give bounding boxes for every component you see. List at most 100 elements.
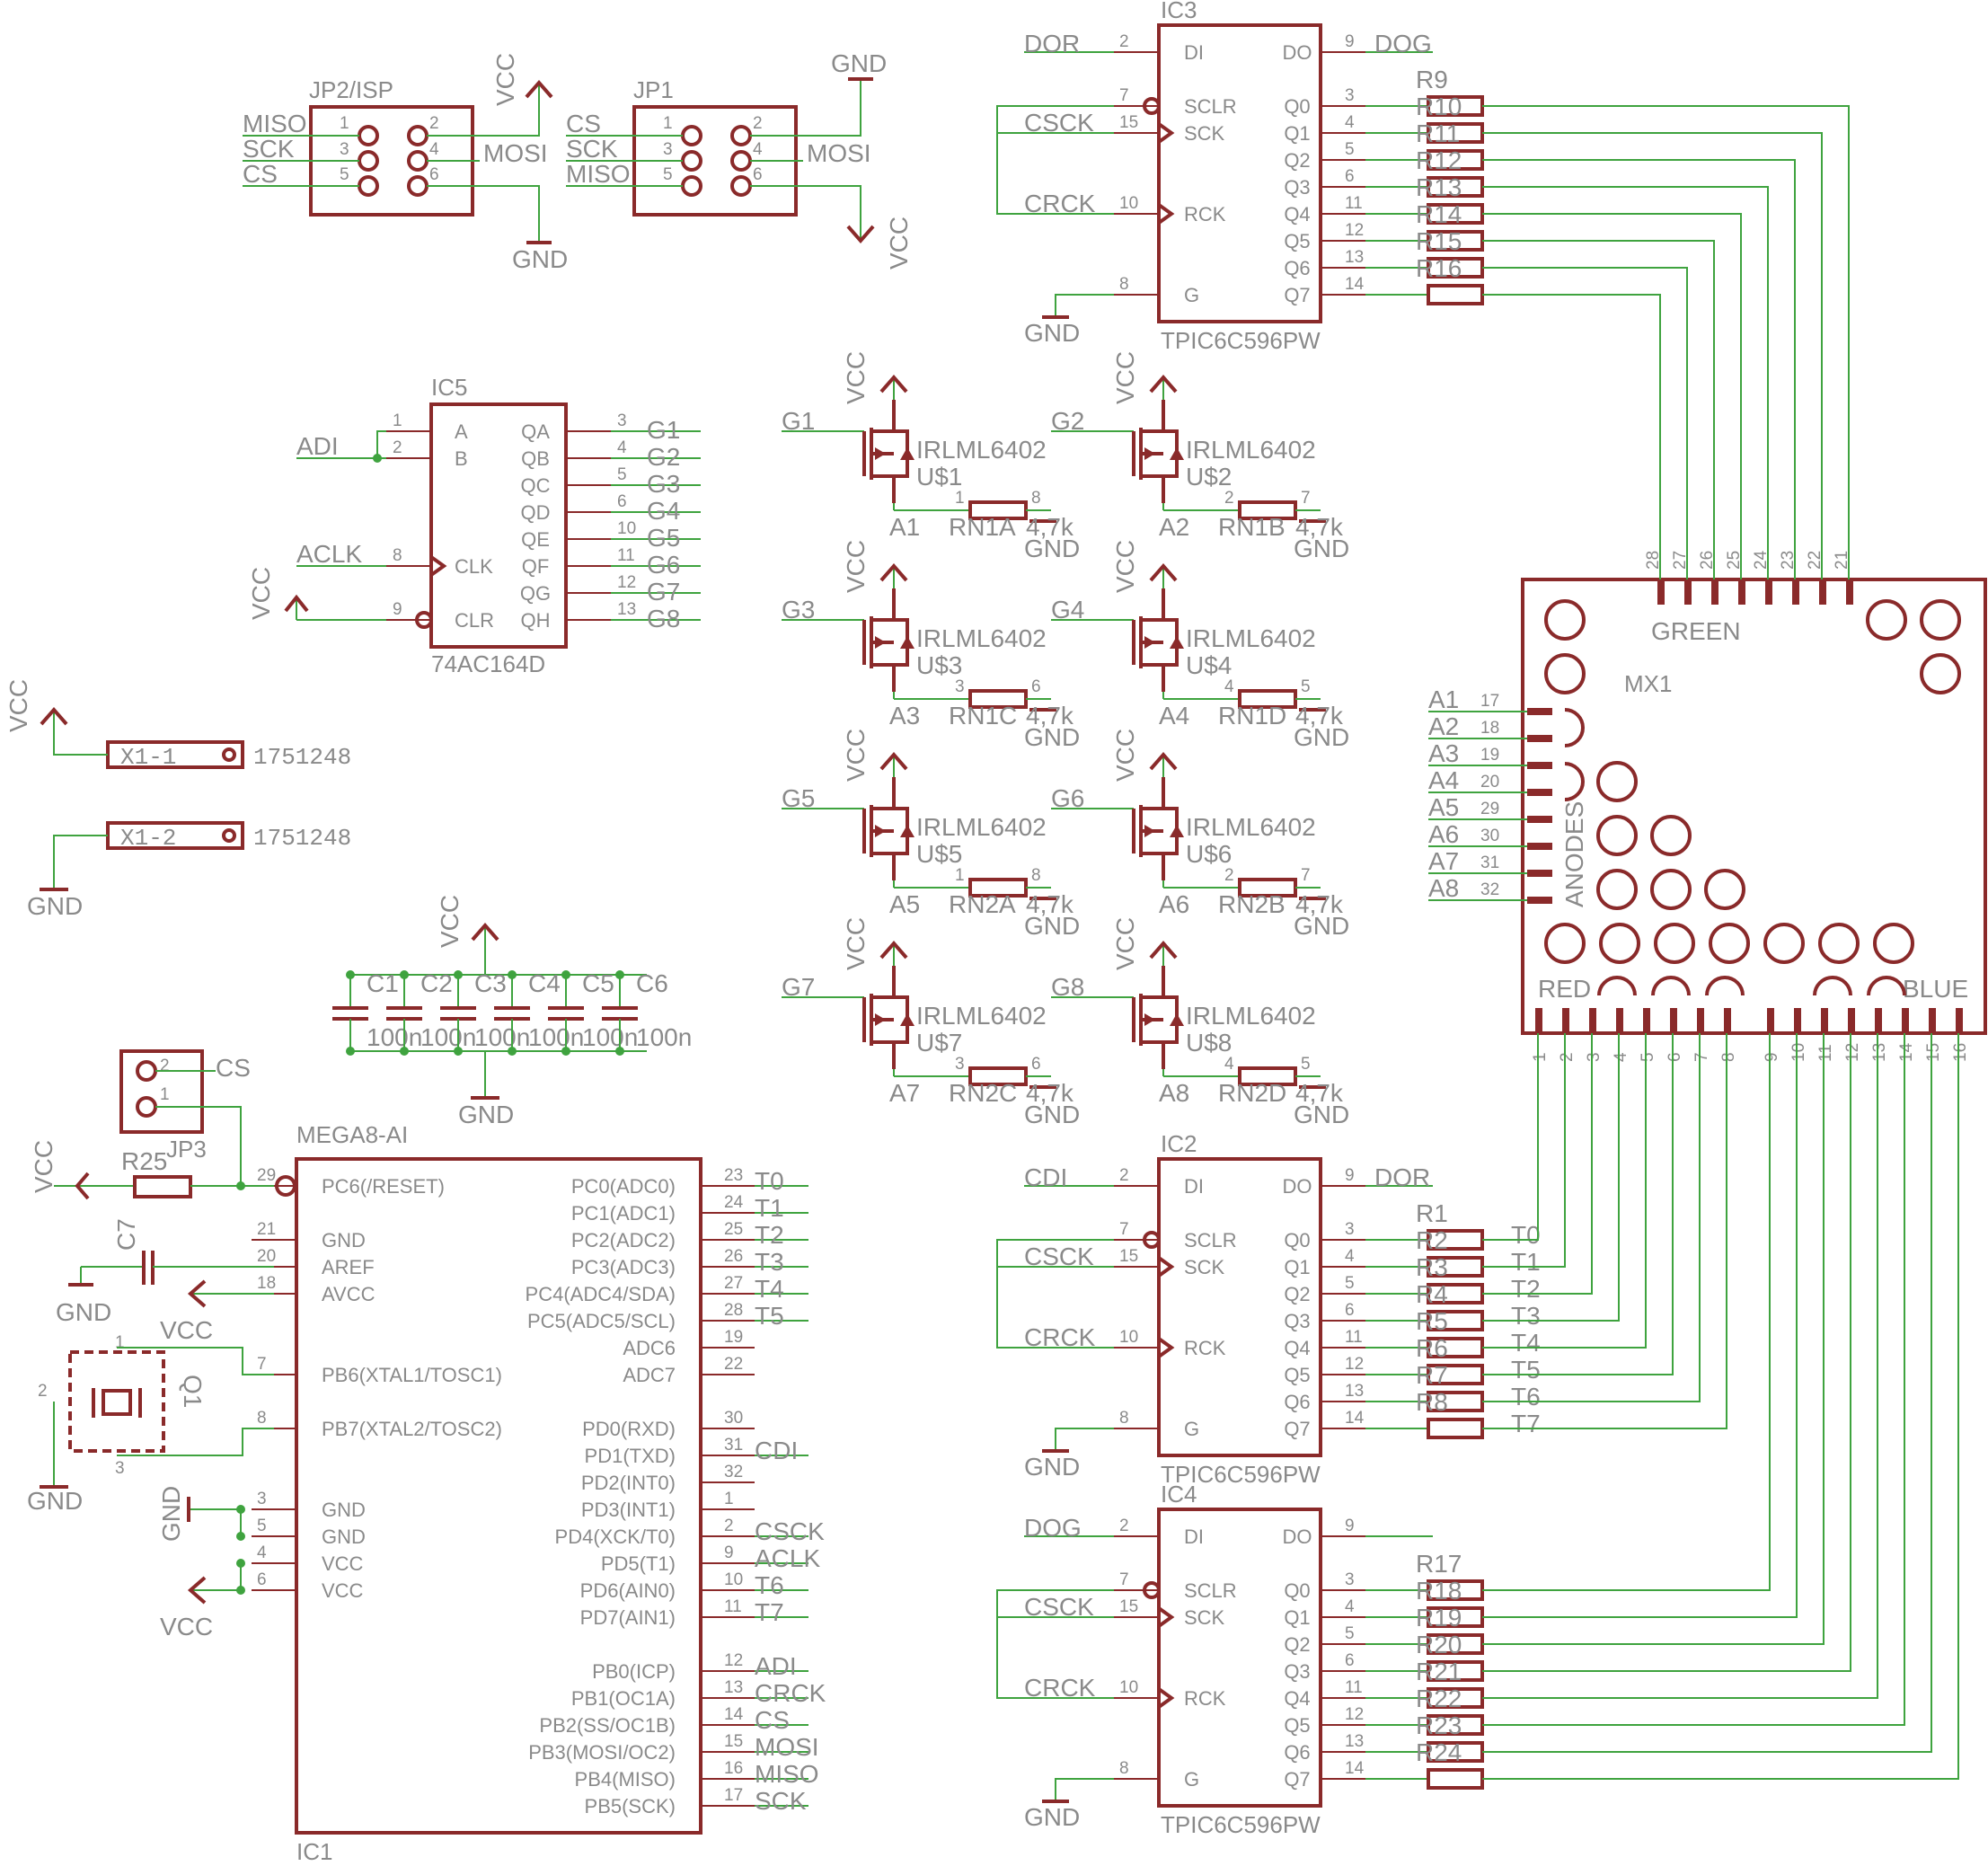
mosfet-diode — [1170, 1013, 1184, 1026]
tpic-right-name: Q2 — [1284, 149, 1310, 172]
mcu-right-name: ADC7 — [623, 1364, 676, 1386]
mcu-right-num: 30 — [724, 1409, 743, 1428]
cap-vcc-label: VCC — [436, 895, 464, 948]
matrix-left-net: A7 — [1428, 847, 1459, 875]
mcu-left-name: PB6(XTAL1/TOSC1) — [322, 1364, 502, 1386]
matrix-bottom-pin-num: 11 — [1816, 1044, 1835, 1062]
mosfet-ref: U$3 — [916, 651, 962, 679]
mosfet-rn-pin-a: 2 — [1224, 866, 1234, 885]
tpic-res-name: R11 — [1416, 119, 1460, 147]
mosfet-vcc-arrow — [1149, 940, 1178, 960]
matrix-bottom-pin-num: 5 — [1639, 1052, 1657, 1062]
tpic-out-net: T6 — [1511, 1383, 1541, 1411]
tpic-left-num: 10 — [1119, 1678, 1138, 1697]
matrix-led — [1596, 869, 1638, 910]
tpic-value: TPIC6C596PW — [1161, 1811, 1321, 1838]
mosfet-vcc-arrow — [1149, 374, 1178, 394]
mcu-right-net: CSCK — [755, 1517, 825, 1545]
jp1-pin-3: 3 — [663, 140, 673, 159]
jp2-pin-5: 5 — [340, 165, 349, 184]
matrix-left-net: A8 — [1428, 874, 1459, 902]
cap-junction-top — [400, 970, 409, 979]
mosfet-rn-pin-b: 6 — [1031, 1055, 1041, 1074]
mcu-right-num: 27 — [724, 1274, 743, 1293]
matrix-bottom-pin — [1848, 1008, 1855, 1033]
tpic-right-num: 5 — [1345, 1274, 1355, 1293]
mcu-left-num: 3 — [257, 1490, 267, 1508]
mosfet-gate-label: G3 — [782, 596, 815, 623]
tpic-right-num: 14 — [1345, 1759, 1365, 1778]
matrix-bottom-pin — [1643, 1008, 1650, 1033]
tpic-res-name: R12 — [1416, 146, 1462, 174]
mosfet-gate-label: G7 — [782, 973, 815, 1001]
matrix-top-pin-num: 23 — [1779, 551, 1798, 570]
mosfet-ref: U$2 — [1186, 463, 1232, 491]
matrix-bottom-pin-num: 12 — [1843, 1043, 1862, 1062]
mcu-right-num: 11 — [724, 1597, 742, 1616]
matrix-top-wire — [1482, 294, 1661, 579]
mosfet-gate-label: G1 — [782, 407, 815, 435]
cap-name: C5 — [582, 969, 614, 997]
matrix-left-pin — [1527, 870, 1552, 877]
tpic-right-num: 11 — [1345, 1328, 1363, 1347]
matrix-blue-wire — [1482, 1033, 1825, 1645]
matrix-bottom-pin-num: 8 — [1719, 1052, 1738, 1062]
matrix-left-net: A3 — [1428, 739, 1459, 767]
jp1-net-sck: SCK — [566, 135, 618, 163]
matrix-bottom-pin-num: 16 — [1951, 1043, 1970, 1062]
tpic-rck-triangle — [1157, 1687, 1175, 1709]
ic5-aclk-label: ACLK — [296, 540, 362, 568]
tpic-di-label: DOG — [1024, 1514, 1082, 1542]
mcu-right-num: 17 — [724, 1786, 743, 1805]
mosfet-rn-pin-a: 4 — [1224, 1055, 1234, 1074]
matrix-red-wire — [1482, 1033, 1539, 1241]
mcu-right-name: PB3(MOSI/OC2) — [528, 1741, 676, 1764]
mcu-right-name: PC3(ADC3) — [571, 1256, 676, 1278]
jp1-pin-2: 2 — [753, 114, 763, 133]
mosfet-gnd-label: GND — [1024, 912, 1080, 940]
mcu-reset-vcc: VCC — [30, 1140, 57, 1193]
mosfet-arrow — [875, 447, 886, 460]
tpic-left-num: 7 — [1119, 1220, 1129, 1239]
mosfet-part: IRLML6402 — [916, 436, 1047, 464]
matrix-top-wire — [1482, 267, 1688, 579]
jp3-name: JP3 — [166, 1136, 207, 1163]
matrix-top-pin-num: 22 — [1806, 551, 1825, 570]
mcu-gnd-label: GND — [157, 1486, 185, 1542]
tpic-right-name: DO — [1283, 41, 1312, 64]
ic5-out-net-label: G8 — [647, 605, 680, 632]
tpic-left-name: G — [1184, 284, 1199, 306]
mcu-right-num: 22 — [724, 1355, 743, 1374]
tpic-out-net: T3 — [1511, 1302, 1541, 1330]
mcu-right-net: T0 — [755, 1167, 784, 1195]
mcu-right-name: PD0(RXD) — [582, 1418, 676, 1440]
tpic-gnd-label: GND — [1024, 1453, 1080, 1481]
mcu-right-net: T5 — [755, 1302, 784, 1330]
tpic-res-name: R14 — [1416, 200, 1462, 228]
tpic-right-name: Q2 — [1284, 1283, 1310, 1305]
jp1-net-cs: CS — [566, 110, 601, 137]
tpic-left-name: SCLR — [1184, 1229, 1237, 1251]
mosfet-rn-pin-b: 8 — [1031, 489, 1041, 508]
mcu-value: MEGA8-AI — [296, 1121, 408, 1148]
cap-name: C6 — [636, 969, 668, 997]
mcu-name: IC1 — [296, 1838, 332, 1865]
mosfet-diode — [1170, 825, 1184, 837]
mcu-right-num: 32 — [724, 1463, 743, 1481]
tpic-sclr-bubble — [1143, 1581, 1161, 1599]
mosfet-rn-value: 4,7k — [1026, 513, 1074, 541]
matrix-led — [1920, 653, 1961, 694]
mcu-left-num: 5 — [257, 1517, 267, 1535]
tpic-right-name: Q4 — [1284, 203, 1310, 226]
matrix-led — [1544, 653, 1586, 694]
jp3-header: 2 1 CS JP3 — [119, 1049, 251, 1186]
jp3-cs-label: CS — [216, 1054, 251, 1082]
mcu-right-net: CRCK — [755, 1679, 826, 1707]
mosfet-part: IRLML6402 — [916, 624, 1047, 652]
mcu-left-name: GND — [322, 1526, 366, 1548]
mcu-left-name: VCC — [322, 1579, 364, 1602]
